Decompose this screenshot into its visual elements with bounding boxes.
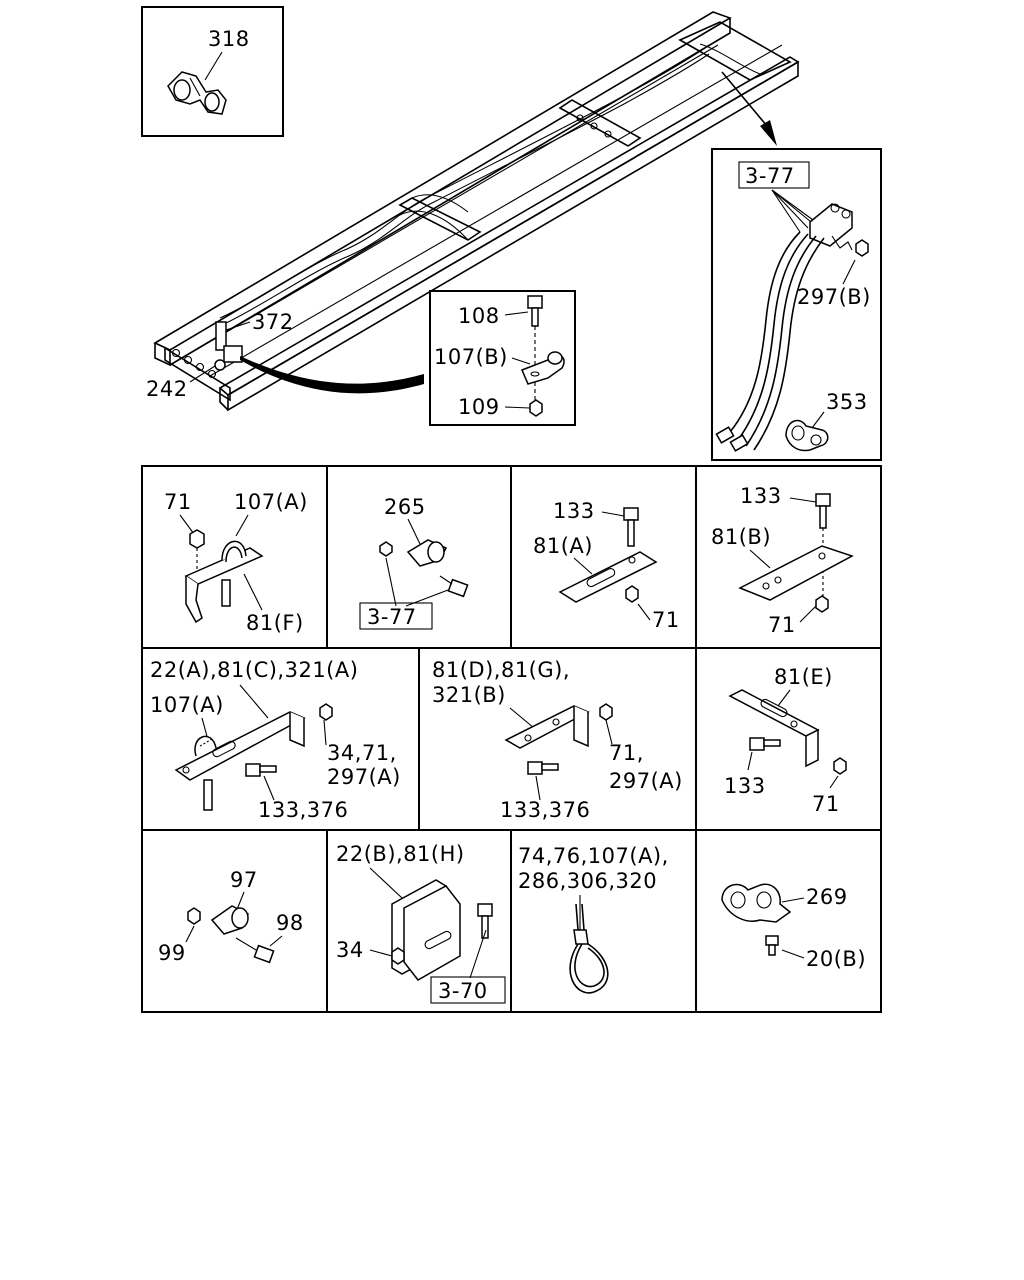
ref-3-77-cell[interactable]: 3-77 xyxy=(367,605,417,629)
label-81d-81g: 81(D),81(G), xyxy=(432,658,570,682)
label-99: 99 xyxy=(158,941,186,965)
label-20b: 20(B) xyxy=(806,947,866,971)
label-297b: 297(B) xyxy=(797,285,871,309)
label-133-b: 133 xyxy=(740,484,782,508)
label-97: 97 xyxy=(230,868,258,892)
ref-box-3-70[interactable] xyxy=(430,976,506,1004)
label-71-d: 71 xyxy=(812,792,840,816)
ref-box-3-77-b[interactable] xyxy=(359,602,433,630)
inset-hose: 3-77 297(B) 353 xyxy=(711,148,882,461)
label-318: 318 xyxy=(208,27,250,51)
parts-grid xyxy=(141,465,882,1013)
label-81a: 81(A) xyxy=(533,534,593,558)
label-107a: 107(A) xyxy=(234,490,308,514)
label-133-376: 133,376 xyxy=(258,798,348,822)
label-71-a: 71 xyxy=(652,608,680,632)
cell-22b-81h: 22(B),81(H) 34 3-70 xyxy=(336,842,506,1004)
label-297a: 297(A) xyxy=(327,765,401,789)
label-321b: 321(B) xyxy=(432,683,506,707)
bolt-108 xyxy=(527,295,543,327)
label-108: 108 xyxy=(458,304,500,328)
cell-71-107a-81f: 71 107(A) 81(F) xyxy=(164,490,308,635)
cell-133-81a-71: 133 81(A) 71 xyxy=(533,499,680,632)
label-107a-b: 107(A) xyxy=(150,693,224,717)
label-71-b: 71 xyxy=(768,613,796,637)
cell-269-20b: 269 20(B) xyxy=(721,883,866,971)
ref-box-3-77[interactable] xyxy=(738,161,810,189)
cell-22a-81c-321a: 22(A),81(C),321(A) 107(A) 34,71, 297(A) … xyxy=(150,658,401,822)
label-133-a: 133 xyxy=(553,499,595,523)
clamp-107b xyxy=(521,351,565,385)
label-286-306-320: 286,306,320 xyxy=(518,869,657,893)
cell-133-81b-71: 133 81(B) 71 xyxy=(711,484,854,637)
label-71: 71 xyxy=(164,490,192,514)
cell-81e: 81(E) 133 71 xyxy=(724,665,847,816)
clip-353 xyxy=(785,419,829,452)
label-34: 34 xyxy=(336,938,364,962)
label-242: 242 xyxy=(146,377,188,401)
label-81b: 81(B) xyxy=(711,525,771,549)
label-98: 98 xyxy=(276,911,304,935)
label-107b: 107(B) xyxy=(434,345,508,369)
inset-mount: 108 107(B) 109 xyxy=(429,290,576,426)
cell-81d-81g-321b: 81(D),81(G), 321(B) 71, 297(A) 133,376 xyxy=(432,658,683,822)
clip-318-part xyxy=(167,71,227,115)
inset-clip-318: 318 xyxy=(141,6,284,137)
cell-97-98-99: 97 98 99 xyxy=(158,868,304,965)
label-81f: 81(F) xyxy=(246,611,304,635)
cell-cable-tie: 74,76,107(A), 286,306,320 xyxy=(518,844,669,994)
label-71-c: 71, xyxy=(609,741,644,765)
label-133-c: 133 xyxy=(724,774,766,798)
label-372: 372 xyxy=(252,310,294,334)
label-133-376-b: 133,376 xyxy=(500,798,590,822)
nut-109 xyxy=(529,399,543,417)
label-22a-81c-321a: 22(A),81(C),321(A) xyxy=(150,658,358,682)
cell-265: 265 3-77 xyxy=(359,495,469,630)
label-74-76-107a: 74,76,107(A), xyxy=(518,844,669,868)
label-353: 353 xyxy=(826,390,868,414)
ref-3-77-top[interactable]: 3-77 xyxy=(745,164,795,188)
ref-3-70[interactable]: 3-70 xyxy=(438,979,488,1003)
label-265: 265 xyxy=(384,495,426,519)
label-81e: 81(E) xyxy=(774,665,833,689)
label-297a-b: 297(A) xyxy=(609,769,683,793)
label-269: 269 xyxy=(806,885,848,909)
chassis-frame: 372 242 xyxy=(146,11,800,412)
label-109: 109 xyxy=(458,395,500,419)
label-22b-81h: 22(B),81(H) xyxy=(336,842,465,866)
label-34-71: 34,71, xyxy=(327,741,397,765)
